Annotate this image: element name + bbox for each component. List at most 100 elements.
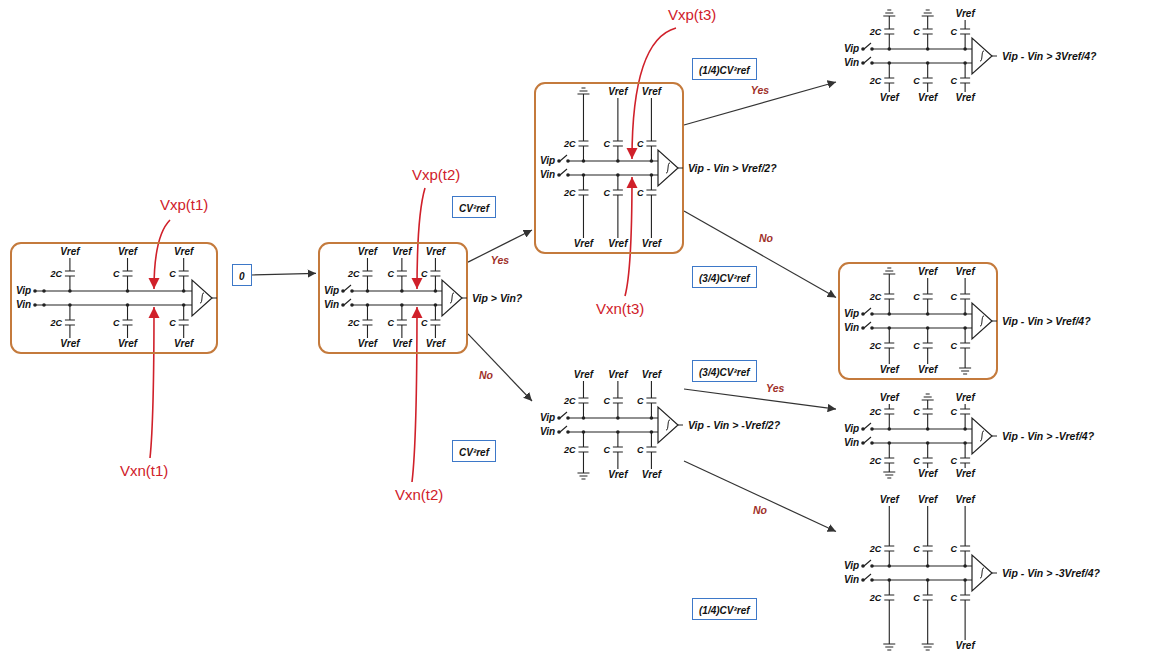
capacitor-label: 2C [50, 317, 62, 328]
comparator-question: Vip - Vin > 3Vref/4? [1002, 50, 1096, 63]
callout-label: Vxp(t1) [160, 196, 208, 214]
circuit-node [926, 326, 930, 330]
switching-stage: VrefVref2CCCVipVin2CCCVrefVrefVip - Vin … [838, 388, 998, 484]
flow-arrow [684, 461, 836, 532]
comparator-question: Vip - Vin > -Vref/2? [688, 419, 780, 432]
circuit-node [616, 430, 620, 434]
terminal-label: Vref [608, 238, 627, 250]
circuit-node [582, 416, 586, 420]
circuit-node [887, 578, 891, 582]
circuit-node [870, 326, 874, 330]
terminal-label: Vref [574, 369, 593, 381]
terminal-label: Vref [392, 246, 411, 258]
leader-line [154, 220, 170, 289]
capacitor-label: 2C [348, 268, 360, 279]
circuit-node [870, 427, 874, 431]
capacitor-array [838, 262, 998, 380]
capacitor-label: C [603, 138, 610, 149]
capacitor-label: 2C [870, 75, 882, 86]
comparator-symbol [972, 303, 992, 339]
terminal-label: Vref [880, 364, 899, 376]
input-label: Vin [16, 299, 31, 311]
comparator-question: Vip - Vin > -3Vref/4? [1002, 567, 1100, 580]
callout-label: Vxp(t3) [668, 6, 716, 24]
energy-value: (3/4)CV²ref [699, 367, 750, 378]
capacitor-label: C [113, 317, 120, 328]
capacitor-array [838, 490, 998, 656]
circuit-node [861, 441, 865, 445]
terminal-label: Vref [955, 392, 974, 404]
terminal-label: Vref [955, 8, 974, 20]
input-label: Vip [844, 423, 859, 435]
circuit-node [616, 159, 620, 163]
terminal-label: Vref [118, 246, 137, 258]
circuit-wires [560, 381, 683, 479]
circuit-node [887, 326, 891, 330]
circuit-node [870, 312, 874, 316]
comparator-question: Vip - Vin > Vref/4? [1002, 315, 1091, 328]
capacitor-label: 2C [870, 26, 882, 37]
capacitor-label: C [637, 444, 644, 455]
circuit-node [870, 441, 874, 445]
circuit-node [400, 289, 404, 293]
capacitor-array [534, 82, 684, 254]
circuit-node [557, 159, 561, 163]
circuit-node [963, 47, 967, 51]
capacitor-label: C [169, 317, 176, 328]
terminal-label: Vref [358, 246, 377, 258]
circuit-node [557, 430, 561, 434]
flow-arrow [468, 334, 532, 401]
capacitor-label: C [637, 138, 644, 149]
circuit-node [861, 427, 865, 431]
comparator-question: Vip > Vin? [472, 292, 522, 305]
capacitor-label: C [951, 340, 958, 351]
terminal-label: Vref [608, 86, 627, 98]
terminal-label: Vref [880, 392, 899, 404]
energy-box: CV²ref [452, 196, 496, 218]
capacitor-label: 2C [564, 444, 576, 455]
circuit-node [68, 289, 72, 293]
circuit-node [557, 173, 561, 177]
circuit-node [926, 312, 930, 316]
circuit-node [870, 564, 874, 568]
circuit-node [926, 441, 930, 445]
circuit-node [963, 326, 967, 330]
edge-label: Yes [764, 382, 786, 394]
circuit-node [126, 289, 130, 293]
capacitor-label: C [951, 592, 958, 603]
circuit-node [963, 61, 967, 65]
circuit-node [861, 61, 865, 65]
energy-value: (3/4)CV²ref [699, 273, 750, 284]
circuit-node [616, 173, 620, 177]
circuit-node [650, 173, 654, 177]
switching-stage: Vref2CCCVipVin2CCCVrefVrefVrefVip - Vin … [838, 4, 998, 108]
edge-label: Yes [749, 84, 771, 96]
input-label: Vin [844, 437, 859, 449]
input-label: Vip [540, 155, 555, 167]
circuit-node [861, 47, 865, 51]
energy-value: CV²ref [459, 203, 489, 214]
circuit-wires [864, 394, 997, 478]
capacitor-label: 2C [564, 138, 576, 149]
capacitor-label: C [637, 187, 644, 198]
capacitor-label: C [951, 455, 958, 466]
circuit-node [566, 173, 570, 177]
energy-box: 0 [232, 264, 252, 286]
input-label: Vip [324, 285, 339, 297]
capacitor-label: C [913, 75, 920, 86]
capacitor-label: C [637, 395, 644, 406]
circuit-node [341, 303, 345, 307]
input-label: Vin [540, 426, 555, 438]
circuit-node [616, 416, 620, 420]
capacitor-label: 2C [50, 268, 62, 279]
circuit-node [582, 159, 586, 163]
circuit-node [182, 303, 186, 307]
circuit-node [557, 416, 561, 420]
circuit-node [126, 303, 130, 307]
circuit-node [42, 289, 46, 293]
input-label: Vin [844, 57, 859, 69]
capacitor-label: 2C [564, 187, 576, 198]
